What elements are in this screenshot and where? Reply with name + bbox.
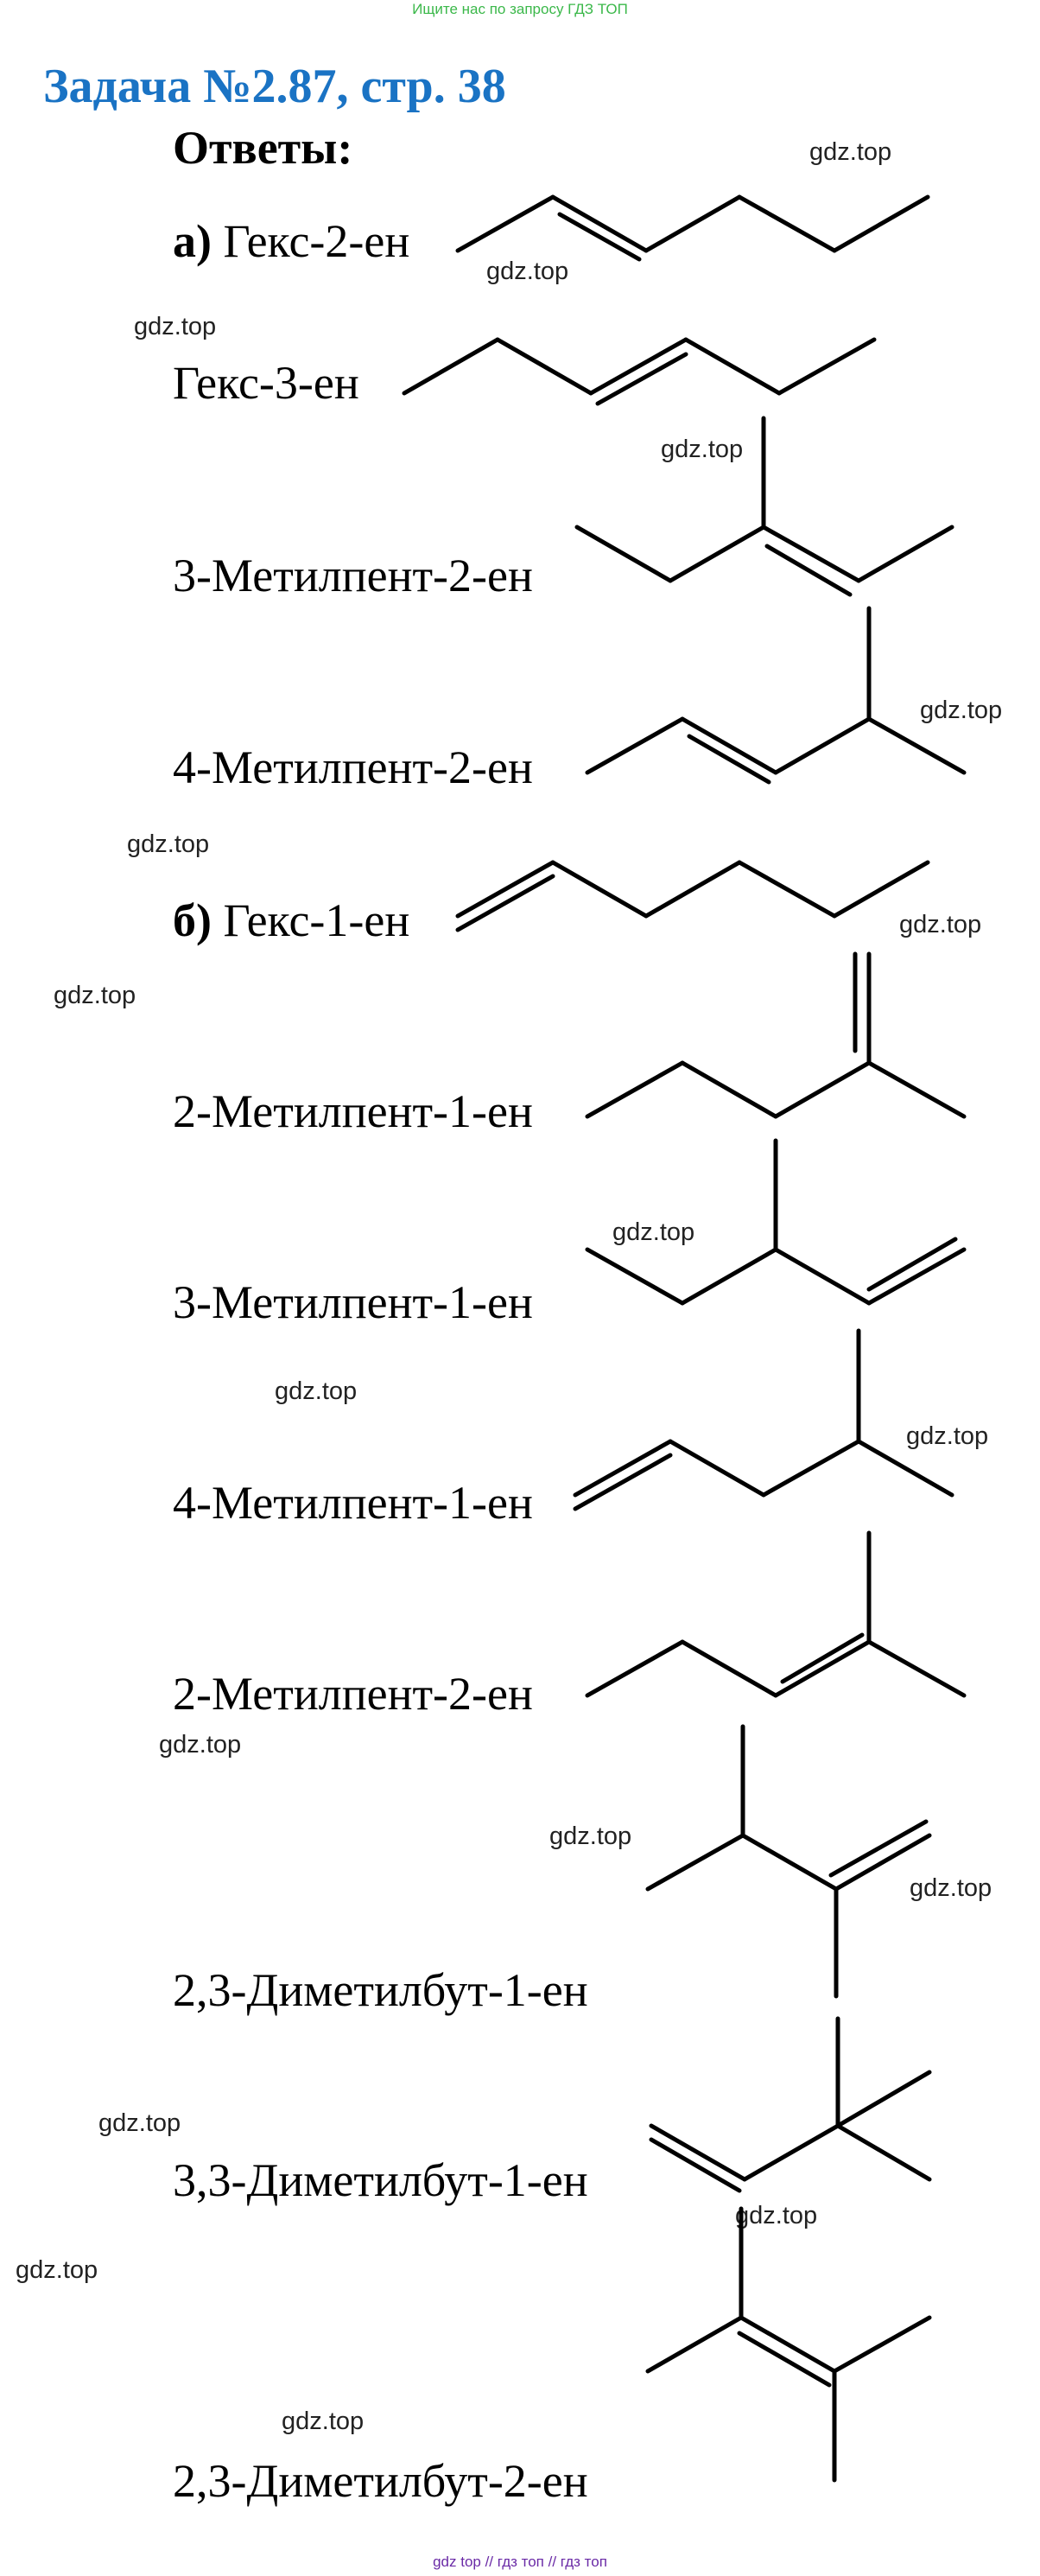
compound-name-hex-1-ene: б) Гекс-1-ен: [173, 894, 409, 947]
compound-name-text: Гекс-1-ен: [223, 894, 410, 946]
compound-name-text: Гекс-2-ен: [223, 215, 410, 267]
watermark: gdz.top: [735, 2202, 818, 2229]
compound-name-3-methylpent-2-ene: 3-Метилпент-2-ен: [173, 550, 533, 601]
skeletal-formula-2-3-dimethylbut-2-ene: [645, 2206, 932, 2483]
watermark: gdz.top: [910, 1874, 992, 1902]
compound-name-2-methylpent-1-ene: 2-Метилпент-1-ен: [173, 1085, 533, 1137]
skeletal-formula-3-methylpent-2-ene: [574, 416, 954, 597]
watermark: gdz.top: [486, 258, 569, 285]
watermark: gdz.top: [159, 1731, 242, 1759]
compound-name-hex-2-ene: а) Гекс-2-ен: [173, 214, 409, 268]
watermark: gdz.top: [809, 138, 892, 166]
answers-heading: Ответы:: [173, 122, 353, 174]
section-label-a: а): [173, 215, 212, 267]
skeletal-formula-4-methylpent-1-ene: [573, 1328, 954, 1511]
footer-links[interactable]: gdz top // гдз топ // гдз топ: [433, 2554, 607, 2570]
skeletal-formula-hex-2-ene: [455, 194, 930, 262]
skeletal-formula-hex-1-ene: [455, 860, 930, 932]
watermark: gdz.top: [549, 1822, 632, 1850]
watermark: gdz.top: [612, 1218, 695, 1246]
watermark: gdz.top: [282, 2407, 365, 2435]
section-label-b: б): [173, 894, 212, 946]
watermark: gdz.top: [134, 313, 217, 340]
compound-name-2-3-dimethylbut-1-ene: 2,3-Диметилбут-1-ен: [173, 1964, 588, 2016]
watermark: gdz.top: [54, 982, 136, 1009]
watermark: gdz.top: [899, 911, 982, 938]
compound-name-4-methylpent-1-ene: 4-Метилпент-1-ен: [173, 1477, 533, 1529]
top-banner[interactable]: Ищите нас по запросу ГДЗ ТОП: [412, 1, 628, 17]
compound-name-4-methylpent-2-ene: 4-Метилпент-2-ен: [173, 741, 533, 793]
watermark: gdz.top: [906, 1422, 989, 1450]
watermark: gdz.top: [16, 2256, 98, 2284]
compound-name-2-3-dimethylbut-2-ene: 2,3-Диметилбут-2-ен: [173, 2455, 588, 2507]
watermark: gdz.top: [127, 830, 210, 858]
compound-name-3-3-dimethylbut-1-ene: 3,3-Диметилбут-1-ен: [173, 2154, 588, 2206]
skeletal-formula-3-3-dimethylbut-1-ene: [649, 2016, 932, 2193]
compound-name-2-methylpent-2-ene: 2-Метилпент-2-ен: [173, 1668, 533, 1720]
skeletal-formula-2-3-dimethylbut-1-ene: [645, 1724, 932, 1999]
compound-name-3-methylpent-1-ene: 3-Метилпент-1-ен: [173, 1276, 533, 1328]
watermark: gdz.top: [98, 2109, 181, 2137]
page-title: Задача №2.87, стр. 38: [43, 60, 506, 113]
skeletal-formula-2-methylpent-1-ene: [585, 951, 967, 1119]
skeletal-formula-hex-3-ene: [402, 337, 877, 406]
skeletal-formula-2-methylpent-2-ene: [585, 1530, 967, 1698]
skeletal-formula-4-methylpent-2-ene: [585, 606, 967, 785]
watermark: gdz.top: [920, 696, 1003, 724]
watermark: gdz.top: [275, 1377, 358, 1405]
compound-name-hex-3-ene: Гекс-3-ен: [173, 357, 359, 409]
watermark: gdz.top: [661, 436, 744, 463]
